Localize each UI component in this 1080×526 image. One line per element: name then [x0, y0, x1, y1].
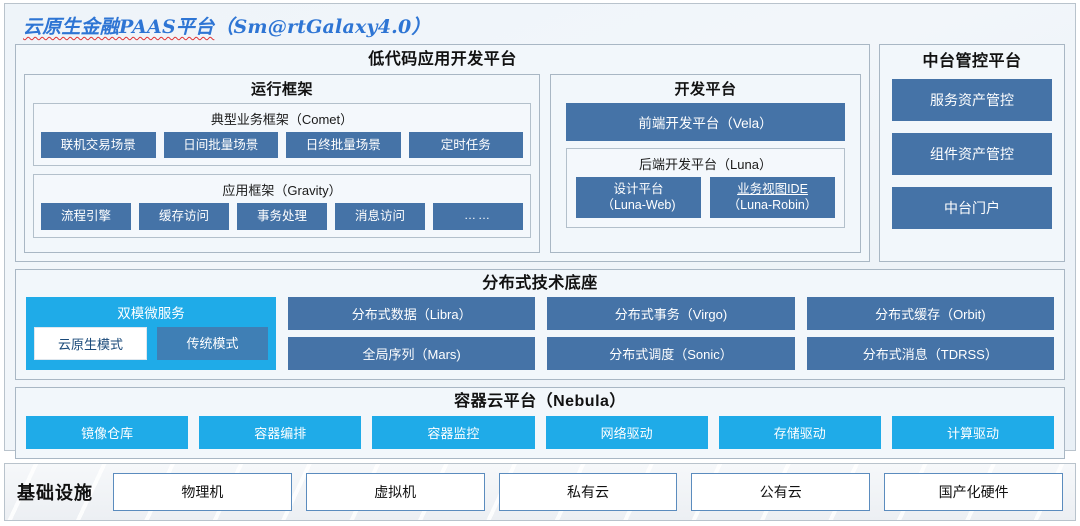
dualmode-title: 双模微服务	[117, 306, 185, 321]
infra-item-domestic-hardware[interactable]: 国产化硬件	[884, 473, 1063, 511]
luna-robin-line2: （Luna-Robin）	[727, 197, 818, 212]
midplatform-control-group: 中台管控平台 服务资产管控 组件资产管控 中台门户	[879, 44, 1065, 262]
lowcode-platform-group: 低代码应用开发平台 运行框架 典型业务框架（Comet） 联机交易场景 日间批量…	[15, 44, 870, 262]
distributed-column-3: 分布式缓存（Orbit) 分布式消息（TDRSS）	[806, 297, 1054, 370]
container-item-compute-driver[interactable]: 计算驱动	[891, 416, 1055, 449]
infrastructure-label: 基础设施	[17, 483, 93, 503]
distributed-transaction-virgo[interactable]: 分布式事务（Virgo)	[547, 297, 795, 330]
runtime-framework-group: 运行框架 典型业务框架（Comet） 联机交易场景 日间批量场景 日终批量场景 …	[24, 74, 540, 253]
comet-item[interactable]: 联机交易场景	[41, 132, 156, 159]
page-title-cn: 云原生金融PAAS平台	[23, 16, 215, 38]
distributed-scheduling-sonic[interactable]: 分布式调度（Sonic）	[547, 337, 795, 370]
gravity-panel: 应用框架（Gravity） 流程引擎 缓存访问 事务处理 消息访问 ……	[33, 174, 531, 238]
luna-robin-box[interactable]: 业务视图IDE （Luna-Robin）	[710, 177, 835, 219]
comet-item[interactable]: 日终批量场景	[286, 132, 401, 159]
container-item-image-repo[interactable]: 镜像仓库	[26, 416, 189, 449]
lowcode-platform-title: 低代码应用开发平台	[368, 51, 517, 68]
container-cloud-row: 镜像仓库 容器编排 容器监控 网络驱动 存储驱动 计算驱动	[26, 416, 1055, 449]
gravity-title: 应用框架（Gravity）	[222, 183, 342, 199]
runtime-framework-title: 运行框架	[250, 81, 313, 98]
container-cloud-title: 容器云平台（Nebula）	[454, 393, 626, 410]
gravity-item-more[interactable]: ……	[433, 203, 523, 230]
distributed-data-libra[interactable]: 分布式数据（Libra）	[288, 297, 536, 330]
infrastructure-bar: 基础设施 物理机 虚拟机 私有云 公有云 国产化硬件	[4, 463, 1076, 521]
distributed-base-title: 分布式技术底座	[482, 275, 598, 292]
comet-item[interactable]: 日间批量场景	[163, 132, 278, 159]
comet-chip-row: 联机交易场景 日间批量场景 日终批量场景 定时任务	[34, 132, 530, 165]
container-cloud-group: 容器云平台（Nebula） 镜像仓库 容器编排 容器监控 网络驱动 存储驱动 计…	[15, 387, 1065, 459]
gravity-item[interactable]: 缓存访问	[139, 203, 229, 230]
dualmode-cloudnative-mode[interactable]: 云原生模式	[34, 327, 147, 360]
luna-web-box[interactable]: 设计平台 （Luna-Web)	[576, 177, 701, 219]
gravity-item[interactable]: 流程引擎	[41, 203, 131, 230]
gravity-chip-row: 流程引擎 缓存访问 事务处理 消息访问 ……	[34, 203, 530, 236]
platform-body: 低代码应用开发平台 运行框架 典型业务框架（Comet） 联机交易场景 日间批量…	[15, 44, 1065, 459]
main-platform-frame: 云原生金融PAAS平台（Sm@rtGalaxy4.0） 低代码应用开发平台 运行…	[4, 3, 1076, 459]
luna-title: 后端开发平台（Luna）	[639, 157, 772, 172]
container-item-orchestration[interactable]: 容器编排	[199, 416, 362, 449]
dev-platform-group: 开发平台 前端开发平台（Vela） 后端开发平台（Luna） 设计平台 （Lun…	[550, 74, 861, 253]
luna-web-line2: （Luna-Web)	[601, 197, 676, 212]
midplatform-item-portal[interactable]: 中台门户	[892, 187, 1052, 229]
global-sequence-mars[interactable]: 全局序列（Mars)	[288, 337, 536, 370]
comet-title: 典型业务框架（Comet）	[210, 112, 354, 127]
distributed-message-tdrss[interactable]: 分布式消息（TDRSS）	[806, 337, 1054, 370]
distributed-grid: 双模微服务 云原生模式 传统模式 分布式数据（Libra） 全局序列（Mars)…	[26, 297, 1054, 370]
distributed-base-group: 分布式技术底座 双模微服务 云原生模式 传统模式 分布式数据（Libra） 全局…	[15, 269, 1065, 380]
midplatform-item-component-asset[interactable]: 组件资产管控	[892, 133, 1052, 175]
comet-item[interactable]: 定时任务	[408, 132, 523, 159]
dualmode-legacy-mode[interactable]: 传统模式	[157, 327, 268, 360]
container-item-monitoring[interactable]: 容器监控	[372, 416, 535, 449]
lowcode-inner: 运行框架 典型业务框架（Comet） 联机交易场景 日间批量场景 日终批量场景 …	[24, 74, 861, 253]
page-title-en: （Sm@rtGalaxy4.0）	[214, 16, 431, 38]
dev-platform-title: 开发平台	[674, 81, 737, 98]
luna-web-line1: 设计平台	[613, 182, 664, 196]
distributed-column-2: 分布式事务（Virgo) 分布式调度（Sonic）	[547, 297, 795, 370]
luna-robin-line1: 业务视图IDE	[737, 182, 808, 196]
dualmode-microservice-box: 双模微服务 云原生模式 传统模式	[26, 297, 276, 370]
gravity-item[interactable]: 事务处理	[237, 203, 327, 230]
comet-panel: 典型业务框架（Comet） 联机交易场景 日间批量场景 日终批量场景 定时任务	[33, 103, 531, 167]
infra-item-private-cloud[interactable]: 私有云	[498, 473, 678, 511]
container-item-storage-driver[interactable]: 存储驱动	[718, 416, 881, 449]
distributed-cache-orbit[interactable]: 分布式缓存（Orbit)	[806, 297, 1054, 330]
container-item-network-driver[interactable]: 网络驱动	[545, 416, 708, 449]
distributed-column-1: 分布式数据（Libra） 全局序列（Mars)	[288, 297, 536, 370]
vela-frontend-box[interactable]: 前端开发平台（Vela）	[566, 103, 845, 141]
top-row: 低代码应用开发平台 运行框架 典型业务框架（Comet） 联机交易场景 日间批量…	[15, 44, 1065, 262]
midplatform-title: 中台管控平台	[922, 53, 1022, 70]
page-title: 云原生金融PAAS平台（Sm@rtGalaxy4.0）	[23, 12, 431, 39]
infra-item-public-cloud[interactable]: 公有云	[691, 473, 871, 511]
gravity-item[interactable]: 消息访问	[335, 203, 425, 230]
luna-backend-panel: 后端开发平台（Luna） 设计平台 （Luna-Web) 业务视图IDE （Lu…	[566, 148, 845, 229]
dualmode-chip-row: 云原生模式 传统模式	[26, 327, 276, 360]
infra-item-physical-machine[interactable]: 物理机	[113, 473, 292, 511]
luna-chip-row: 设计平台 （Luna-Web) 业务视图IDE （Luna-Robin）	[567, 177, 844, 227]
midplatform-item-service-asset[interactable]: 服务资产管控	[892, 79, 1052, 121]
infra-item-virtual-machine[interactable]: 虚拟机	[305, 473, 485, 511]
